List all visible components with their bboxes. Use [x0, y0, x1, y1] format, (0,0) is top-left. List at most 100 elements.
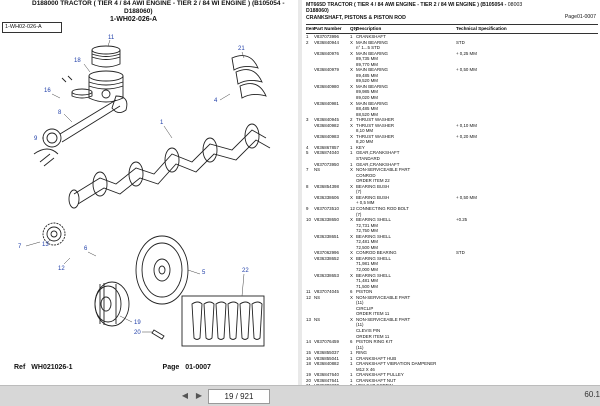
cell-item: 20	[306, 377, 311, 383]
cell-item: 8	[306, 183, 309, 189]
table-row: (11)	[306, 300, 598, 306]
gear-drawing	[42, 222, 66, 246]
table-row: 71,500 MM	[306, 284, 598, 290]
exploded-parts-diagram: 11 18 21 16 4 8 9 1 13 7 12 22 20 6 5 19	[18, 35, 271, 347]
cell-description: THRUST WASHER	[356, 117, 395, 123]
nut-drawing	[151, 329, 165, 340]
footer-page-label: Page	[162, 364, 180, 371]
table-row: (11)	[306, 322, 598, 328]
page-indicator[interactable]: 19 / 921	[208, 389, 270, 404]
cell-description: GEAR,CRANKSHAFT	[356, 150, 400, 156]
cell-part-number: V836338606	[314, 194, 339, 200]
left-header-line2: D188060)	[124, 8, 153, 15]
cell-qty: X	[350, 250, 353, 256]
cell-tech-spec: + 0,10 MM	[456, 122, 477, 128]
cell-item: 15	[306, 350, 311, 356]
cell-tech-spec: + 0,50 MM	[456, 67, 477, 73]
cell-part-number: V836855041	[314, 355, 339, 361]
cell-description: 89,770 MM	[356, 61, 378, 67]
cell-description: + 0,5 MM	[356, 200, 375, 206]
cell-qty: X	[350, 167, 353, 173]
cell-part-number: V837073996	[314, 34, 339, 39]
cell-description: ORDER ITEM 22	[356, 178, 390, 184]
cell-description: 88,520 MM	[356, 111, 378, 117]
table-row: ORDER ITEM 22	[306, 178, 598, 184]
cell-description: 89,020 MM	[356, 95, 378, 101]
next-page-icon[interactable]: ▶	[195, 391, 203, 400]
cell-part-number: V837074045	[314, 289, 339, 295]
cell-description: MAIN BEARING	[356, 50, 388, 56]
cell-qty: X	[350, 50, 353, 56]
cell-part-number: V836338651	[314, 233, 339, 239]
cell-qty: X	[350, 83, 353, 89]
zoom-level[interactable]: 60.1	[584, 390, 600, 399]
cell-description: RING	[356, 350, 367, 356]
cell-qty: 6	[350, 383, 352, 385]
cell-qty: X	[350, 316, 353, 322]
table-row: 89,485 MM	[306, 73, 598, 79]
cell-part-number: V836840945	[314, 117, 339, 123]
cell-qty: X	[350, 122, 353, 128]
cell-part-number: NS	[314, 316, 321, 322]
cell-description: THRUST WASHER	[356, 133, 395, 139]
cell-qty: 1	[350, 377, 353, 383]
cell-item: 9	[306, 205, 309, 211]
col-qty: Qty	[350, 26, 358, 31]
cell-description: MAIN BEARING	[356, 67, 388, 73]
table-row: 88,520 MM	[306, 112, 598, 118]
table-row: CIRCLIP	[306, 306, 598, 312]
cell-description: NON-SERVICEABLE PART	[356, 294, 411, 300]
cell-item: 19	[306, 372, 311, 378]
table-row: n° 1...5 STD	[306, 45, 598, 51]
cell-description: 88,485 MM	[356, 106, 378, 112]
cell-qty: 1	[350, 161, 353, 167]
cell-part-number: NS	[314, 294, 321, 300]
cell-qty: 1	[350, 150, 353, 156]
callout: 7	[18, 244, 22, 250]
pulley-drawing	[94, 281, 130, 327]
cell-description: KEY	[356, 144, 365, 150]
table-row: 8,20 MM	[306, 139, 598, 145]
callout: 8	[58, 110, 62, 116]
cell-description: CRANKSHAFT	[356, 34, 386, 39]
cell-qty: 6	[350, 339, 353, 345]
section-title: CRANKSHAFT, PISTONS & PISTON ROD	[306, 15, 406, 21]
callout: 19	[134, 320, 141, 326]
cell-qty: 1	[350, 355, 353, 361]
cell-qty: 1	[350, 34, 353, 39]
cell-description: GEAR,CRANKSHAFT	[356, 161, 400, 167]
cell-qty: X	[350, 272, 353, 278]
cell-tech-spec: STD	[456, 39, 465, 45]
cell-qty: 12	[350, 205, 355, 211]
col-part-number: Part Number	[314, 26, 342, 31]
cell-description: (11)	[356, 300, 364, 306]
table-row: 21V8367822306HEX CAP SCREW	[306, 383, 598, 385]
cell-description: MAIN BEARING	[356, 39, 388, 45]
cell-description: BEARING BUSH	[356, 194, 390, 200]
cell-description: NON-SERVICEABLE PART	[356, 167, 411, 173]
right-header-line1: MT665D TRACTOR ( TIER 4 / 84 AWI ENGINE …	[306, 2, 507, 8]
table-row: 89,520 MM	[306, 78, 598, 84]
cell-qty: 1	[350, 144, 353, 150]
cell-item: 1	[306, 34, 309, 39]
cell-item: 21	[306, 383, 311, 385]
cell-part-number: V836338653	[314, 272, 339, 278]
cell-description: n° 1...5 STD	[356, 45, 380, 51]
callout: 20	[134, 330, 141, 336]
cell-tech-spec: + 0,50 MM	[456, 194, 477, 200]
prev-page-icon[interactable]: ◀	[181, 391, 189, 400]
right-header-code: 08003	[507, 2, 523, 8]
table-row: STANDARD	[306, 156, 598, 162]
table-row: 89,020 MM	[306, 95, 598, 101]
cell-description: CRANKSHAFT PULLEY	[356, 372, 404, 378]
col-tech-spec: Technical Specification	[456, 26, 507, 31]
